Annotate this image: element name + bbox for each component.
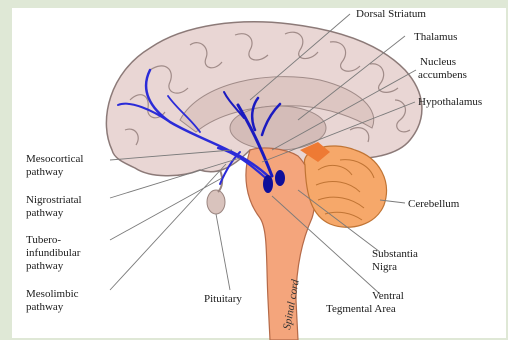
label-mesolimbic-2: pathway: [26, 301, 64, 313]
label-thalamus: Thalamus: [414, 31, 457, 43]
substantia-nigra-nucleus: [275, 170, 285, 186]
label-tubero-2: infundibular: [26, 247, 81, 259]
label-nigra: Nigra: [372, 261, 397, 273]
label-nigrostriatal-1: Nigrostriatal: [26, 194, 82, 206]
pituitary-gland: [207, 190, 225, 214]
label-pituitary: Pituitary: [204, 293, 242, 305]
label-tegmental-area: Tegmental Area: [326, 303, 396, 315]
label-hypothalamus: Hypothalamus: [418, 96, 482, 108]
label-nigrostriatal-2: pathway: [26, 207, 64, 219]
label-mesocortical-1: Mesocortical: [26, 153, 83, 165]
label-ventral: Ventral: [372, 290, 404, 302]
label-substantia: Substantia: [372, 248, 418, 260]
label-cerebellum: Cerebellum: [408, 198, 460, 210]
label-mesocortical-2: pathway: [26, 166, 64, 178]
label-nucleus: Nucleus: [420, 56, 456, 68]
label-tubero-3: pathway: [26, 260, 64, 272]
label-tubero-1: Tubero-: [26, 234, 61, 246]
label-dorsal-striatum: Dorsal Striatum: [356, 8, 426, 20]
label-accumbens: accumbens: [418, 69, 467, 81]
label-mesolimbic-1: Mesolimbic: [26, 288, 79, 300]
vta-nucleus: [263, 175, 273, 193]
